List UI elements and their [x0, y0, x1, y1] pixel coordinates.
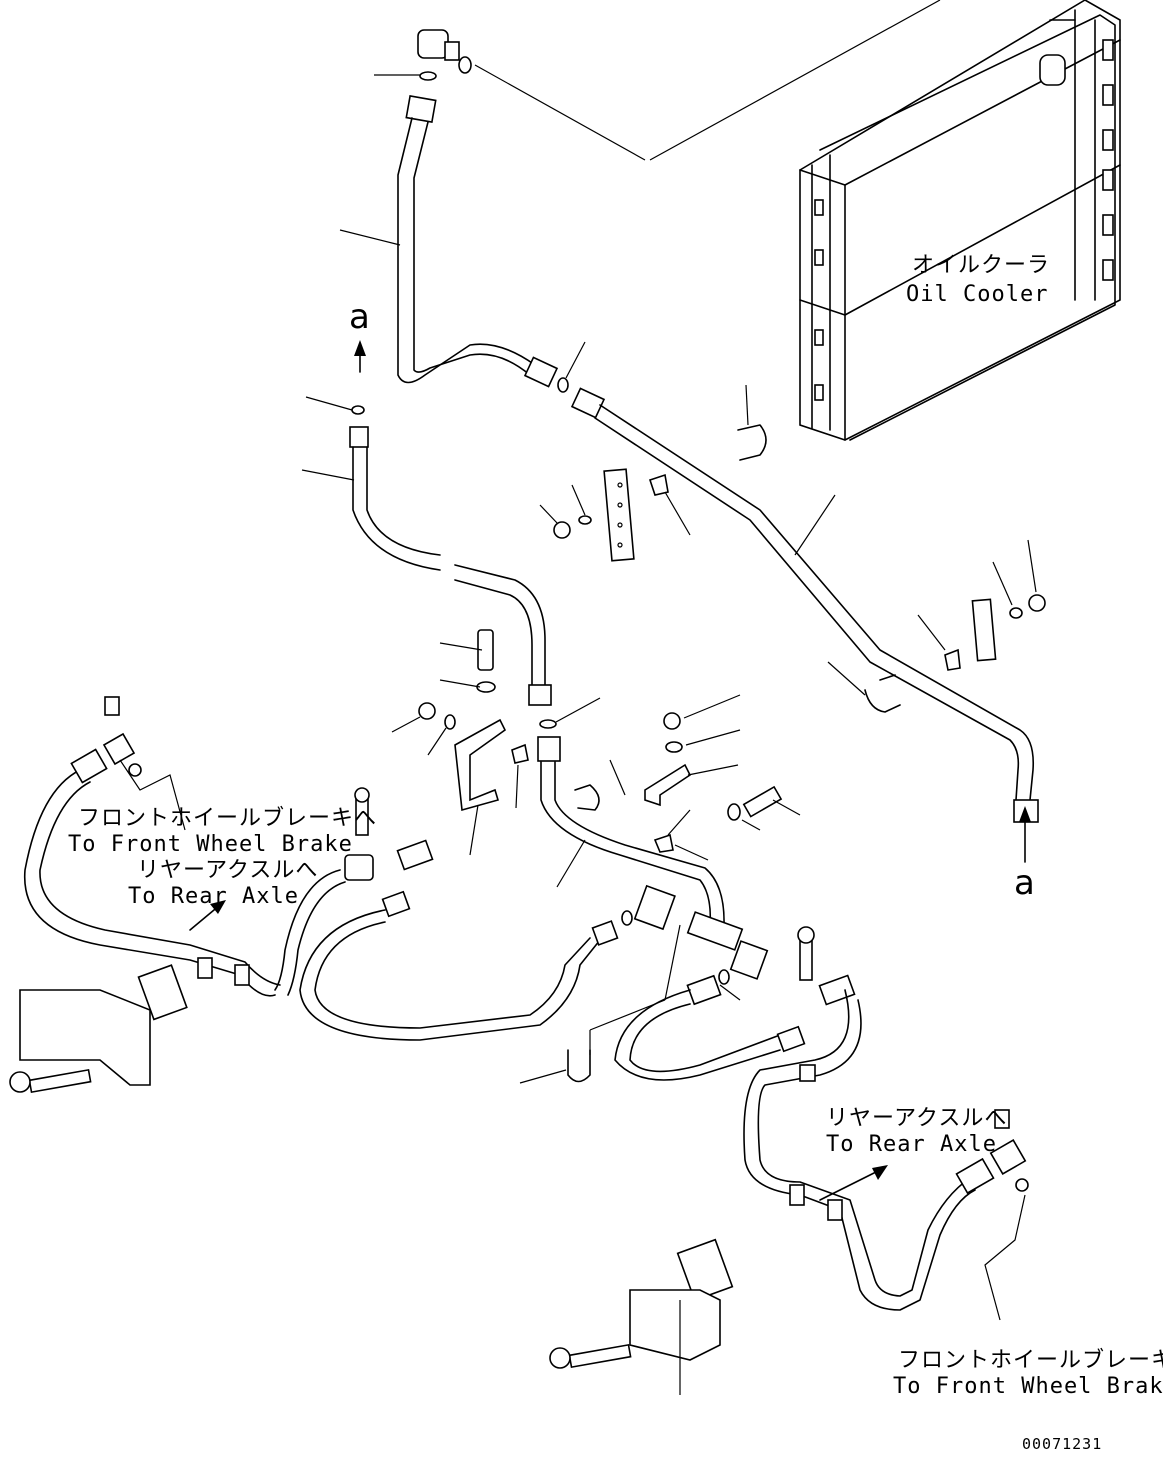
hose-loop-middle: [274, 787, 619, 1041]
bracket-right: [644, 694, 801, 861]
marker-a-top: a: [349, 297, 370, 337]
oil-cooler-label-ja: オイルクーラ: [912, 253, 1051, 278]
oil-cooler: [649, 0, 1121, 441]
top-elbow-fitting: [374, 29, 646, 161]
rear-axle-right-label-en: To Rear Axle: [826, 1132, 997, 1157]
front-brake-right-label-en: To Front Wheel Brake: [893, 1374, 1163, 1399]
hose-right-branch: [549, 926, 1029, 1395]
junction-block: [519, 884, 769, 1084]
ubolt-upper: [539, 384, 767, 562]
rear-axle-left-label-ja: リヤーアクスルへ: [137, 858, 319, 883]
front-brake-left-label-ja: フロントホイールブレーキへ: [78, 806, 378, 831]
front-brake-right-label-ja: フロントホイールブレーキへ: [898, 1348, 1163, 1373]
middle-pipe: [537, 697, 725, 926]
bracket-left: [391, 629, 529, 856]
flexible-hose-left: [301, 340, 552, 706]
rear-axle-right-label-ja: リヤーアクスルへ: [826, 1106, 1008, 1131]
drawing-number: 00071231: [1022, 1435, 1103, 1453]
front-brake-left-label-en: To Front Wheel Brake: [68, 832, 353, 857]
oil-cooler-label-en: Oil Cooler: [906, 282, 1049, 307]
upper-pipe: [339, 94, 586, 393]
rear-axle-left-label-en: To Rear Axle: [128, 884, 299, 909]
diagonal-pipe: [570, 387, 1039, 863]
clamp-right: [827, 539, 1046, 713]
hose-left-branch: [9, 696, 281, 1094]
marker-a-right: a: [1014, 863, 1035, 903]
